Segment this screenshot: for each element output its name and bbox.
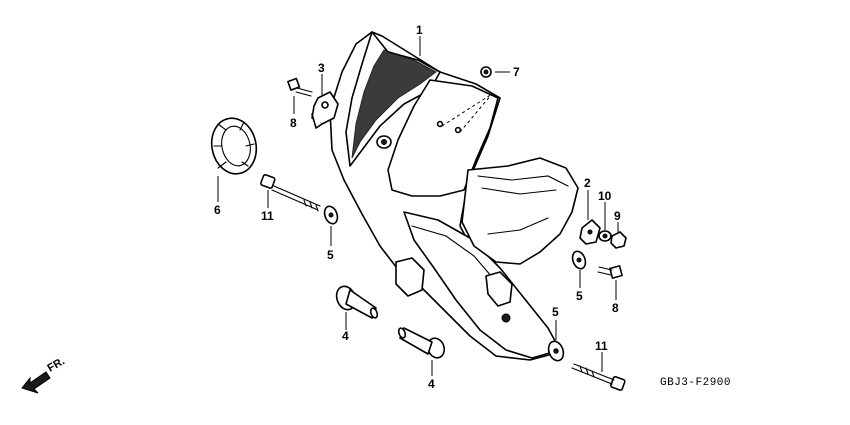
long-bolt-part	[260, 174, 321, 212]
grommet-part	[335, 285, 379, 319]
bolt-part	[597, 265, 623, 279]
callout-labels: 1 2 3 4 4 5 5 5 6 7 8 8 9 10 11 11	[214, 23, 621, 391]
callout-1: 1	[416, 23, 423, 37]
callout-7: 7	[513, 65, 520, 79]
nut-part	[480, 66, 492, 78]
diagram-code: GBJ3-F2900	[660, 377, 731, 389]
front-direction-arrow-icon: FR.	[21, 355, 67, 394]
front-cover-part	[329, 31, 579, 361]
callout-11b: 11	[595, 339, 608, 353]
callout-11a: 11	[261, 209, 274, 223]
bracket-part	[311, 91, 339, 129]
callout-8a: 8	[290, 116, 297, 130]
washer-part	[323, 205, 339, 225]
grille-ring-part	[210, 117, 258, 175]
callout-8b: 8	[612, 301, 619, 315]
leader-lines	[217, 36, 619, 376]
bolt-part	[287, 77, 313, 97]
callout-4a: 4	[342, 329, 349, 343]
direction-label: FR.	[46, 355, 67, 374]
washer-part	[547, 340, 565, 362]
callout-10: 10	[598, 189, 612, 203]
callout-5a: 5	[327, 248, 334, 262]
callout-5c: 5	[552, 305, 559, 319]
callout-2: 2	[584, 176, 591, 190]
small-washer-part	[598, 230, 612, 242]
clip-part	[579, 219, 601, 245]
callout-4b: 4	[428, 377, 435, 391]
callout-6: 6	[214, 203, 221, 217]
callout-5b: 5	[576, 289, 583, 303]
long-bolt-part	[571, 363, 626, 391]
callout-9: 9	[614, 209, 621, 223]
washer-part	[571, 250, 587, 270]
cap-nut-part	[610, 231, 627, 249]
callout-3: 3	[318, 61, 325, 75]
grommet-part	[397, 327, 446, 359]
